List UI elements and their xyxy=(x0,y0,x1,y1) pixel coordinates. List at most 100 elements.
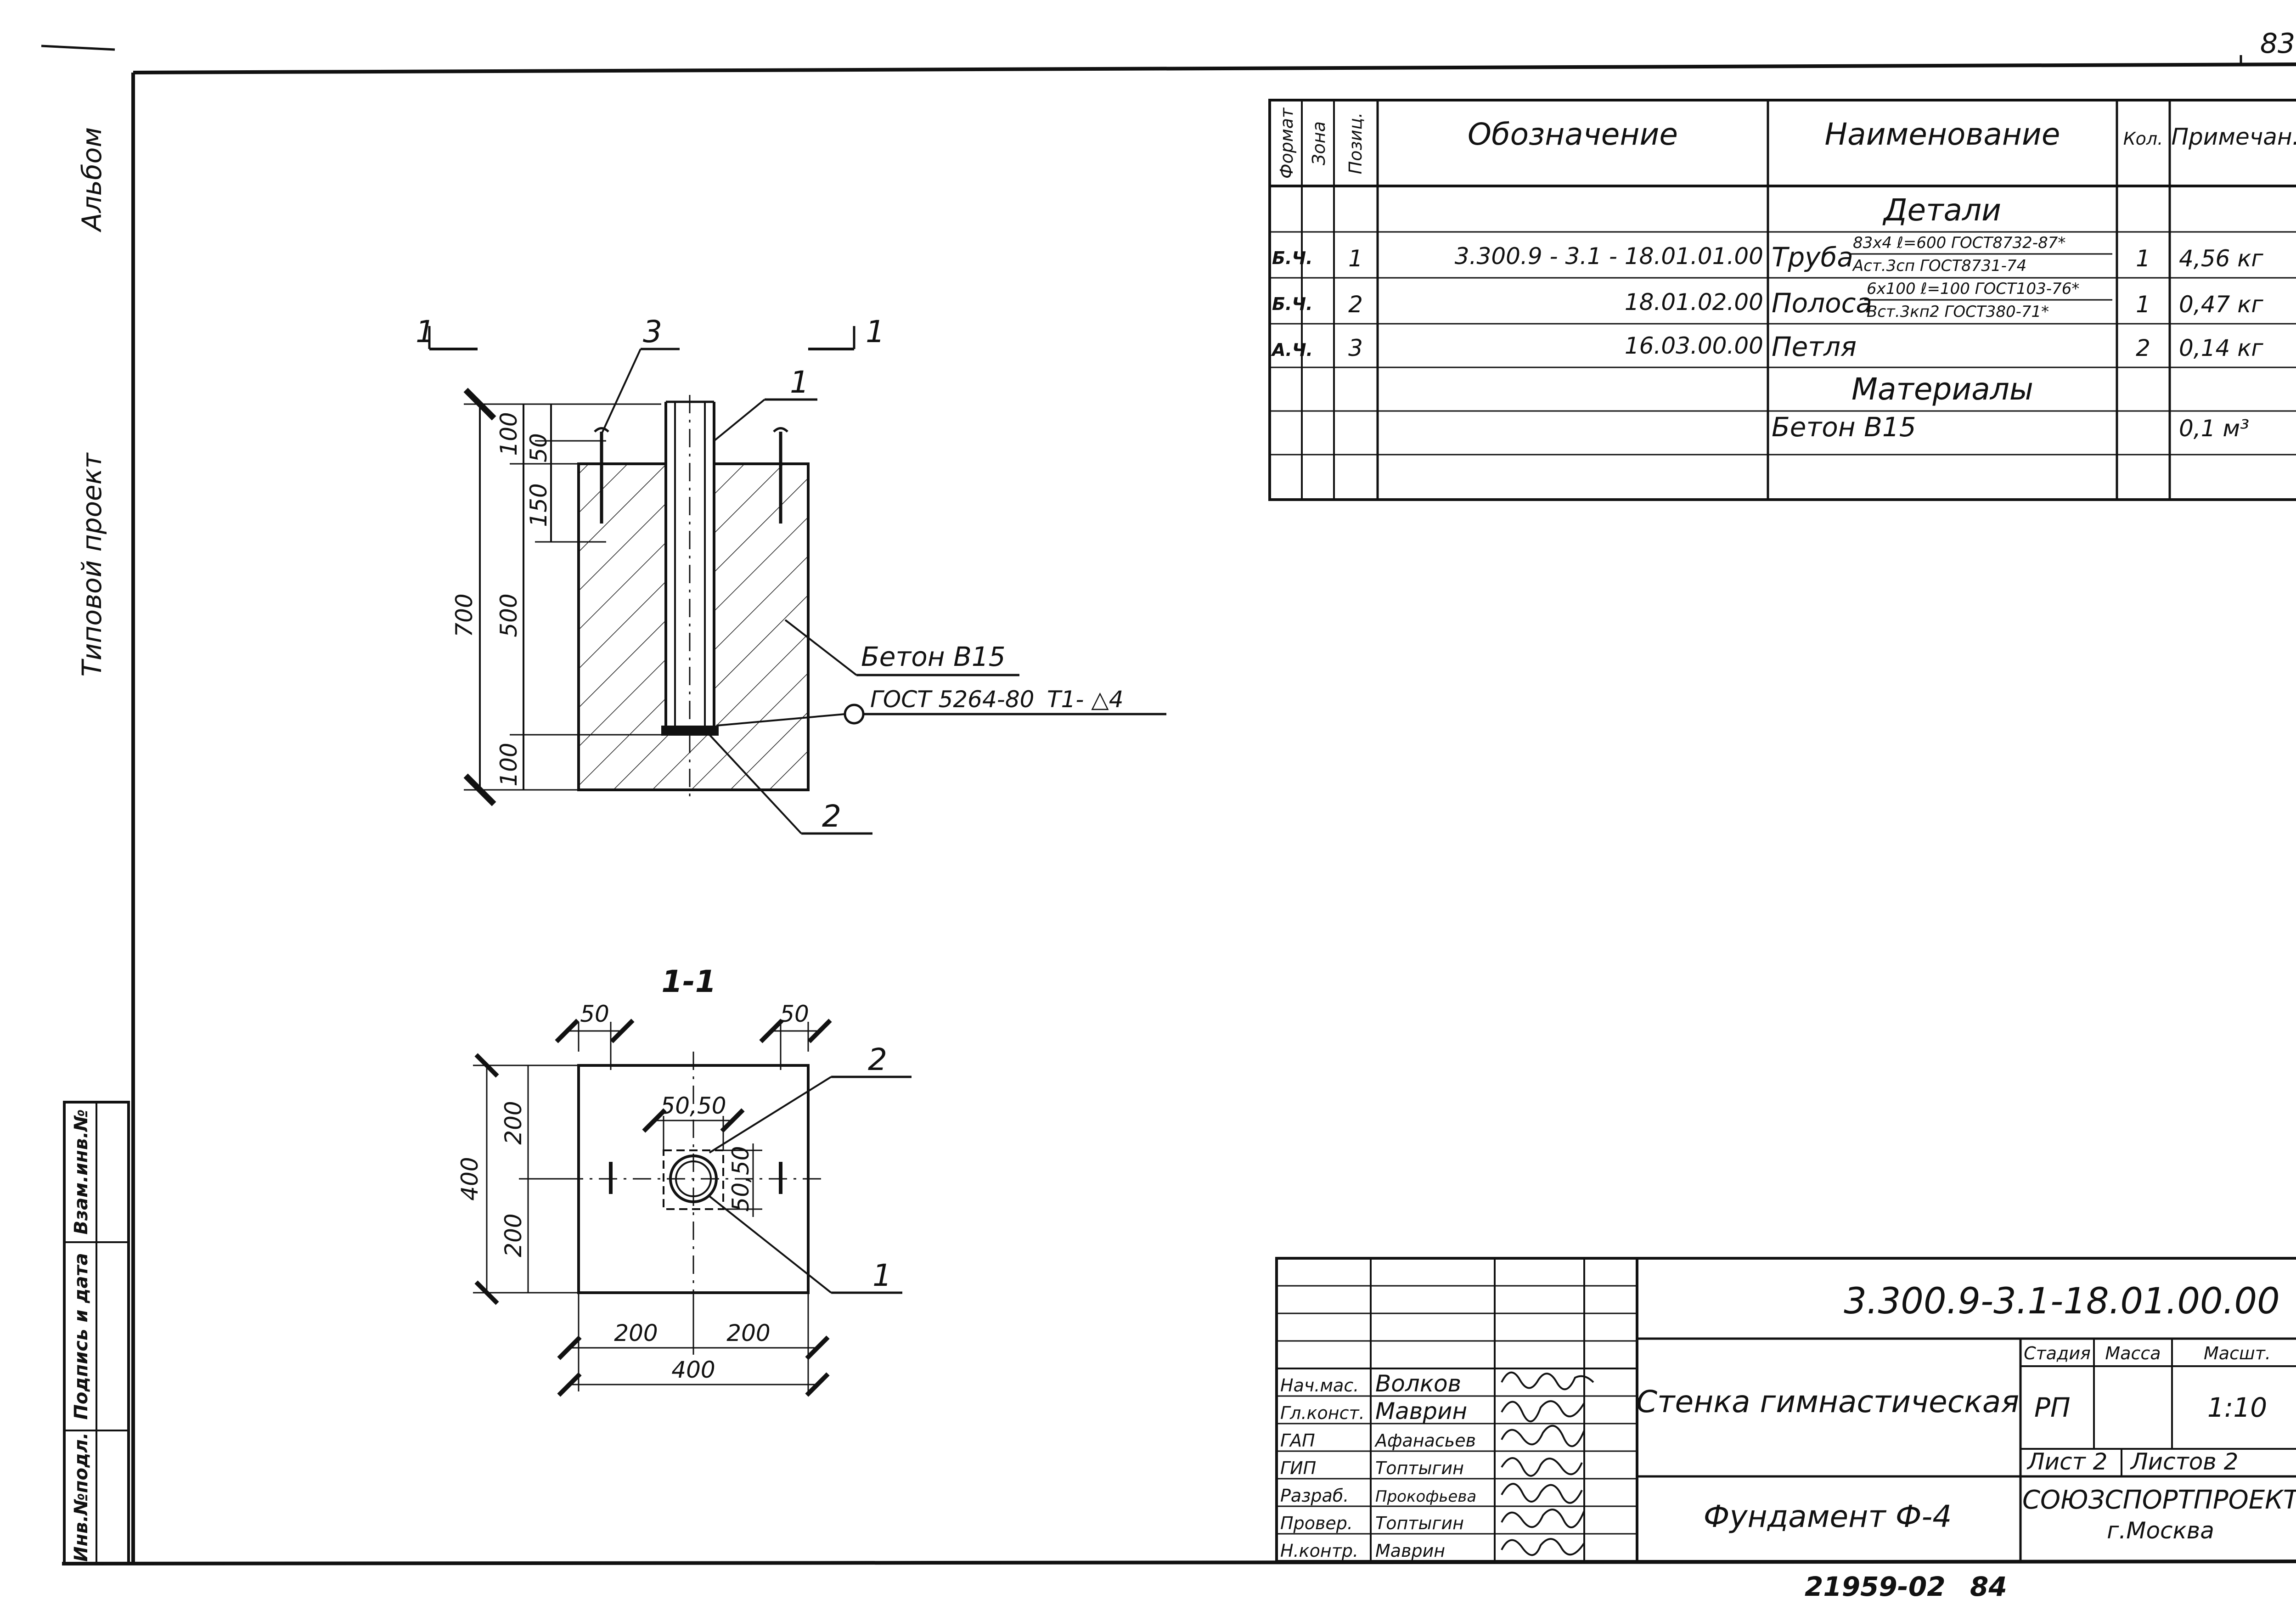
row1-qty: 1 xyxy=(2136,245,2150,272)
dim-offset-left: 50 xyxy=(580,1001,609,1027)
dim-total-height: 700 xyxy=(451,593,478,637)
stamp-cell-sign: Подпись и дата xyxy=(71,1253,92,1419)
base-plate xyxy=(661,726,719,736)
dim-top: 100 xyxy=(495,412,522,456)
section-details: Детали xyxy=(1882,192,2001,228)
dim-total-horizontal: 400 xyxy=(671,1357,715,1383)
header-qty: Кол. xyxy=(2123,129,2163,149)
stage-label: Стадия xyxy=(2024,1343,2091,1363)
staff-name: Волков xyxy=(1375,1370,1461,1397)
row2-pos: 2 xyxy=(1348,291,1363,318)
staff-name: Топтыгин xyxy=(1375,1458,1464,1478)
callout-weld-type: Т1- △4 xyxy=(1047,686,1124,713)
row2-qty: 1 xyxy=(2136,291,2150,318)
row1-frac-bottom: Аст.3сп ГОСТ8731-74 xyxy=(1852,257,2026,275)
plan-callout-pos2: 2 xyxy=(868,1042,887,1077)
drawing-code: 3.300.9-3.1-18.01.00.00 xyxy=(1844,1281,2279,1322)
organization: СОЮЗСПОРТПРОЕКТ xyxy=(2022,1485,2296,1515)
staff-role: Гл.конст. xyxy=(1280,1403,1365,1423)
row3-format: А.Ч. xyxy=(1271,340,1313,360)
row1-pos: 1 xyxy=(1348,245,1363,272)
staff-name: Топтыгин xyxy=(1375,1513,1464,1533)
dim-total-vertical: 400 xyxy=(456,1157,483,1200)
dim-pipe-top: 50 xyxy=(525,433,552,462)
material-name: Бетон В15 xyxy=(1772,411,1916,443)
row1-frac-top: 83x4 ℓ=600 ГОСТ8732-87* xyxy=(1853,234,2065,252)
signatures xyxy=(1501,1371,1594,1556)
header-note: Примечан. xyxy=(2171,124,2296,150)
row3-name: Петля xyxy=(1772,331,1857,362)
dim-loop: 150 xyxy=(525,483,552,527)
header-name: Наименование xyxy=(1825,117,2060,152)
footer-number: 21959-02 xyxy=(1805,1571,1946,1602)
staff-name: Прокофьева xyxy=(1375,1487,1476,1506)
callout-concrete: Бетон В15 xyxy=(861,641,1006,672)
spec-table: Формат Зона Позиц. Обозначение Наименова… xyxy=(1268,99,2296,501)
stage-value: РП xyxy=(2034,1392,2071,1423)
sheet-label: Лист 2 xyxy=(2026,1448,2107,1475)
row2-designation: 18.01.02.00 xyxy=(1625,289,1763,315)
section-title: 1-1 xyxy=(661,964,716,999)
dim-plate-vertical: 50,50 xyxy=(727,1146,754,1211)
sheets-label: Листов 2 xyxy=(2130,1448,2238,1475)
row3-pos: 3 xyxy=(1348,335,1363,361)
plan-callout-pos1: 1 xyxy=(872,1258,892,1293)
scale-label: Масшт. xyxy=(2204,1343,2271,1363)
dim-half-top: 200 xyxy=(500,1101,527,1144)
table-row: А.Ч. 3 16.03.00.00 Петля 2 0,14 кг xyxy=(1271,331,2263,362)
dim-bottom: 100 xyxy=(495,743,522,786)
row3-designation: 16.03.00.00 xyxy=(1625,332,1763,359)
stamp-cell-replace: Взам.инв.№ xyxy=(71,1109,92,1235)
row1-format: Б.Ч. xyxy=(1272,248,1313,268)
staff-role: Нач.мас. xyxy=(1280,1375,1359,1396)
table-row: Б.Ч. 1 3.300.9 - 3.1 - 18.01.01.00 Труба… xyxy=(1272,234,2263,275)
callout-weld-standard: ГОСТ 5264-80 xyxy=(870,686,1034,713)
organization-city: г.Москва xyxy=(2107,1517,2214,1544)
row1-note: 4,56 кг xyxy=(2179,245,2263,272)
header-zone: Зона xyxy=(1309,121,1329,165)
row2-format: Б.Ч. xyxy=(1272,294,1313,314)
callout-pos1: 1 xyxy=(790,365,809,400)
dim-half-left: 200 xyxy=(614,1320,658,1346)
mass-label: Масса xyxy=(2105,1343,2161,1363)
header-format: Формат xyxy=(1277,107,1297,179)
section-mark-right: 1 xyxy=(866,314,885,349)
table-row: Бетон В15 0,1 м³ xyxy=(1772,411,2249,443)
plan-section: 1-1 50 50 50,50 50,50 xyxy=(456,964,912,1397)
row3-qty: 2 xyxy=(2136,335,2150,361)
stamp-cell-inv: Инв.№подл. xyxy=(71,1432,92,1562)
row2-note: 0,47 кг xyxy=(2179,291,2263,318)
dim-body: 500 xyxy=(495,593,522,637)
dim-offset-right: 50 xyxy=(780,1001,809,1027)
footer-page: 84 xyxy=(1970,1571,2007,1602)
staff-role: ГИП xyxy=(1280,1458,1316,1478)
staff-name: Маврин xyxy=(1375,1541,1445,1561)
staff-role: ГАП xyxy=(1280,1430,1315,1451)
typical-project-label: Типовой проект xyxy=(76,452,107,676)
section-mark-left: 1 xyxy=(416,314,435,349)
part-name: Фундамент Ф-4 xyxy=(1704,1499,1952,1534)
staff-role: Н.контр. xyxy=(1280,1541,1358,1561)
scale-value: 1:10 xyxy=(2207,1392,2267,1423)
left-margin: Альбом Типовой проект Инв.№подл. Подпись… xyxy=(63,127,130,1565)
dim-half-bottom: 200 xyxy=(500,1213,527,1257)
material-note: 0,1 м³ xyxy=(2179,415,2249,442)
row1-designation: 3.300.9 - 3.1 - 18.01.01.00 xyxy=(1455,243,1763,270)
row2-frac-top: 6x100 ℓ=100 ГОСТ103-76* xyxy=(1867,280,2079,298)
row2-frac-bottom: Вст.3кп2 ГОСТ380-71* xyxy=(1867,303,2049,321)
album-label: Альбом xyxy=(76,127,107,233)
dim-plate: 50,50 xyxy=(660,1092,726,1119)
header-designation: Обозначение xyxy=(1468,117,1678,152)
callout-pos3: 3 xyxy=(643,314,662,349)
dim-half-right: 200 xyxy=(726,1320,770,1346)
row3-note: 0,14 кг xyxy=(2179,335,2263,361)
header-pos: Позиц. xyxy=(1345,113,1366,175)
staff-name: Маврин xyxy=(1375,1398,1467,1425)
title-block: 3.300.9-3.1-18.01.00.00 Стенка гимнастич… xyxy=(1275,1257,2296,1563)
row2-name: Полоса xyxy=(1772,287,1872,319)
staff-role: Провер. xyxy=(1280,1513,1353,1533)
callout-pos2: 2 xyxy=(822,799,841,834)
row1-name: Труба xyxy=(1772,242,1853,273)
page-number: 83 xyxy=(2260,28,2295,60)
